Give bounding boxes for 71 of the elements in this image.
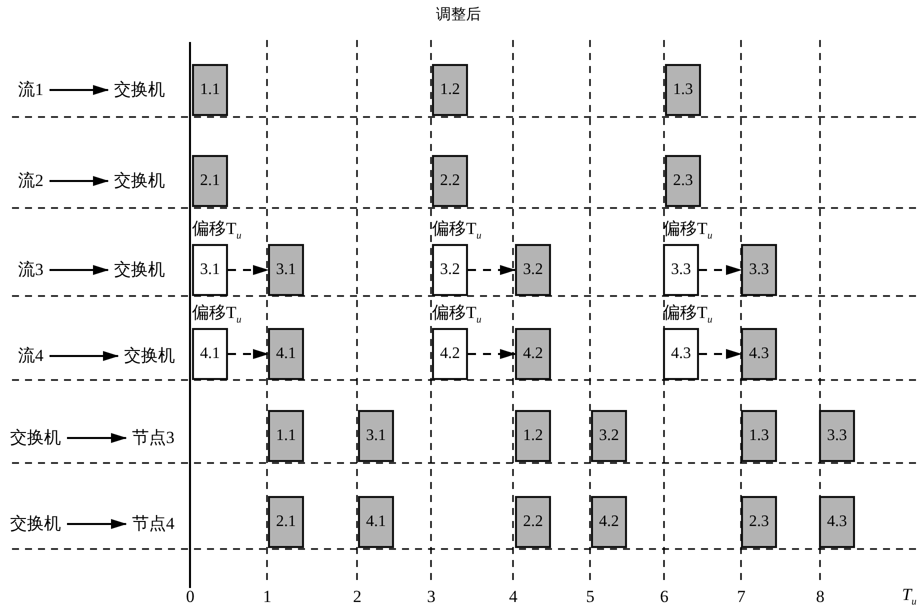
tick-label: 3 <box>427 586 436 608</box>
arrow <box>67 433 127 443</box>
packet-box: 2.2 <box>432 155 468 207</box>
packet-box: 3.1 <box>268 244 304 296</box>
packet-box: 2.3 <box>665 155 701 207</box>
axis-label: T$_{u}$ <box>902 584 916 610</box>
tick-label: 2 <box>353 586 362 608</box>
row-label: 交换机 <box>124 345 175 367</box>
tick-label: 0 <box>186 586 194 608</box>
packet-box: 4.3 <box>819 496 855 548</box>
packet-box: 3.3 <box>819 410 855 462</box>
packet-box: 4.2 <box>515 328 551 380</box>
tick-label: 4 <box>509 586 518 608</box>
packet-box: 3.2 <box>515 244 551 296</box>
packet-box: 3.1 <box>358 410 394 462</box>
row-label: 流4 <box>18 345 44 367</box>
row-label: 交换机 <box>114 79 165 101</box>
offset-label: 偏移T$_{u}$ <box>663 218 712 244</box>
packet-box: 1.1 <box>268 410 304 462</box>
arrow <box>699 265 742 275</box>
row-label: 交换机 <box>10 513 61 535</box>
arrow <box>699 349 742 359</box>
row-label: 交换机 <box>10 427 61 449</box>
offset-label: 偏移T$_{u}$ <box>432 302 482 328</box>
arrow <box>228 265 269 275</box>
packet-box: 2.2 <box>515 496 551 548</box>
tick-label: 5 <box>586 586 594 608</box>
packet-box: 4.2 <box>432 328 468 380</box>
row-label: 交换机 <box>114 170 165 192</box>
row-label: 节点3 <box>132 427 174 449</box>
tick-label: 8 <box>816 586 824 608</box>
packet-box: 4.3 <box>741 328 777 380</box>
packet-box: 3.1 <box>192 244 228 296</box>
packet-box: 4.1 <box>268 328 304 380</box>
packet-box: 2.3 <box>741 496 777 548</box>
row-label: 流3 <box>18 259 44 281</box>
packet-box: 3.2 <box>432 244 468 296</box>
offset-label: 偏移T$_{u}$ <box>663 302 712 328</box>
tick-label: 6 <box>660 586 668 608</box>
packet-box: 3.3 <box>741 244 777 296</box>
offset-label: 偏移T$_{u}$ <box>432 218 482 244</box>
arrow <box>67 519 127 529</box>
packet-box: 1.3 <box>665 64 701 116</box>
packet-box: 4.2 <box>591 496 627 548</box>
packet-box: 4.1 <box>192 328 228 380</box>
arrow <box>50 176 109 186</box>
tick-label: 1 <box>263 586 272 608</box>
packet-box: 1.2 <box>515 410 551 462</box>
arrow <box>468 349 516 359</box>
row-label: 节点4 <box>132 513 174 535</box>
offset-label: 偏移T$_{u}$ <box>192 302 242 328</box>
chart-title: 调整后 <box>436 6 481 25</box>
arrow <box>50 85 109 95</box>
packet-box: 1.1 <box>192 64 228 116</box>
packet-box: 1.3 <box>741 410 777 462</box>
row-label: 交换机 <box>114 259 165 281</box>
row-label: 流1 <box>18 79 44 101</box>
arrow <box>50 265 109 275</box>
packet-box: 3.2 <box>591 410 627 462</box>
packet-box: 1.2 <box>432 64 468 116</box>
arrow <box>50 351 119 361</box>
packet-box: 4.3 <box>663 328 699 380</box>
packet-box: 4.1 <box>358 496 394 548</box>
tick-label: 7 <box>737 586 746 608</box>
packet-box: 3.3 <box>663 244 699 296</box>
arrow <box>468 265 516 275</box>
arrow <box>228 349 269 359</box>
offset-label: 偏移T$_{u}$ <box>192 218 242 244</box>
packet-box: 2.1 <box>268 496 304 548</box>
packet-box: 2.1 <box>192 155 228 207</box>
row-label: 流2 <box>18 170 44 192</box>
